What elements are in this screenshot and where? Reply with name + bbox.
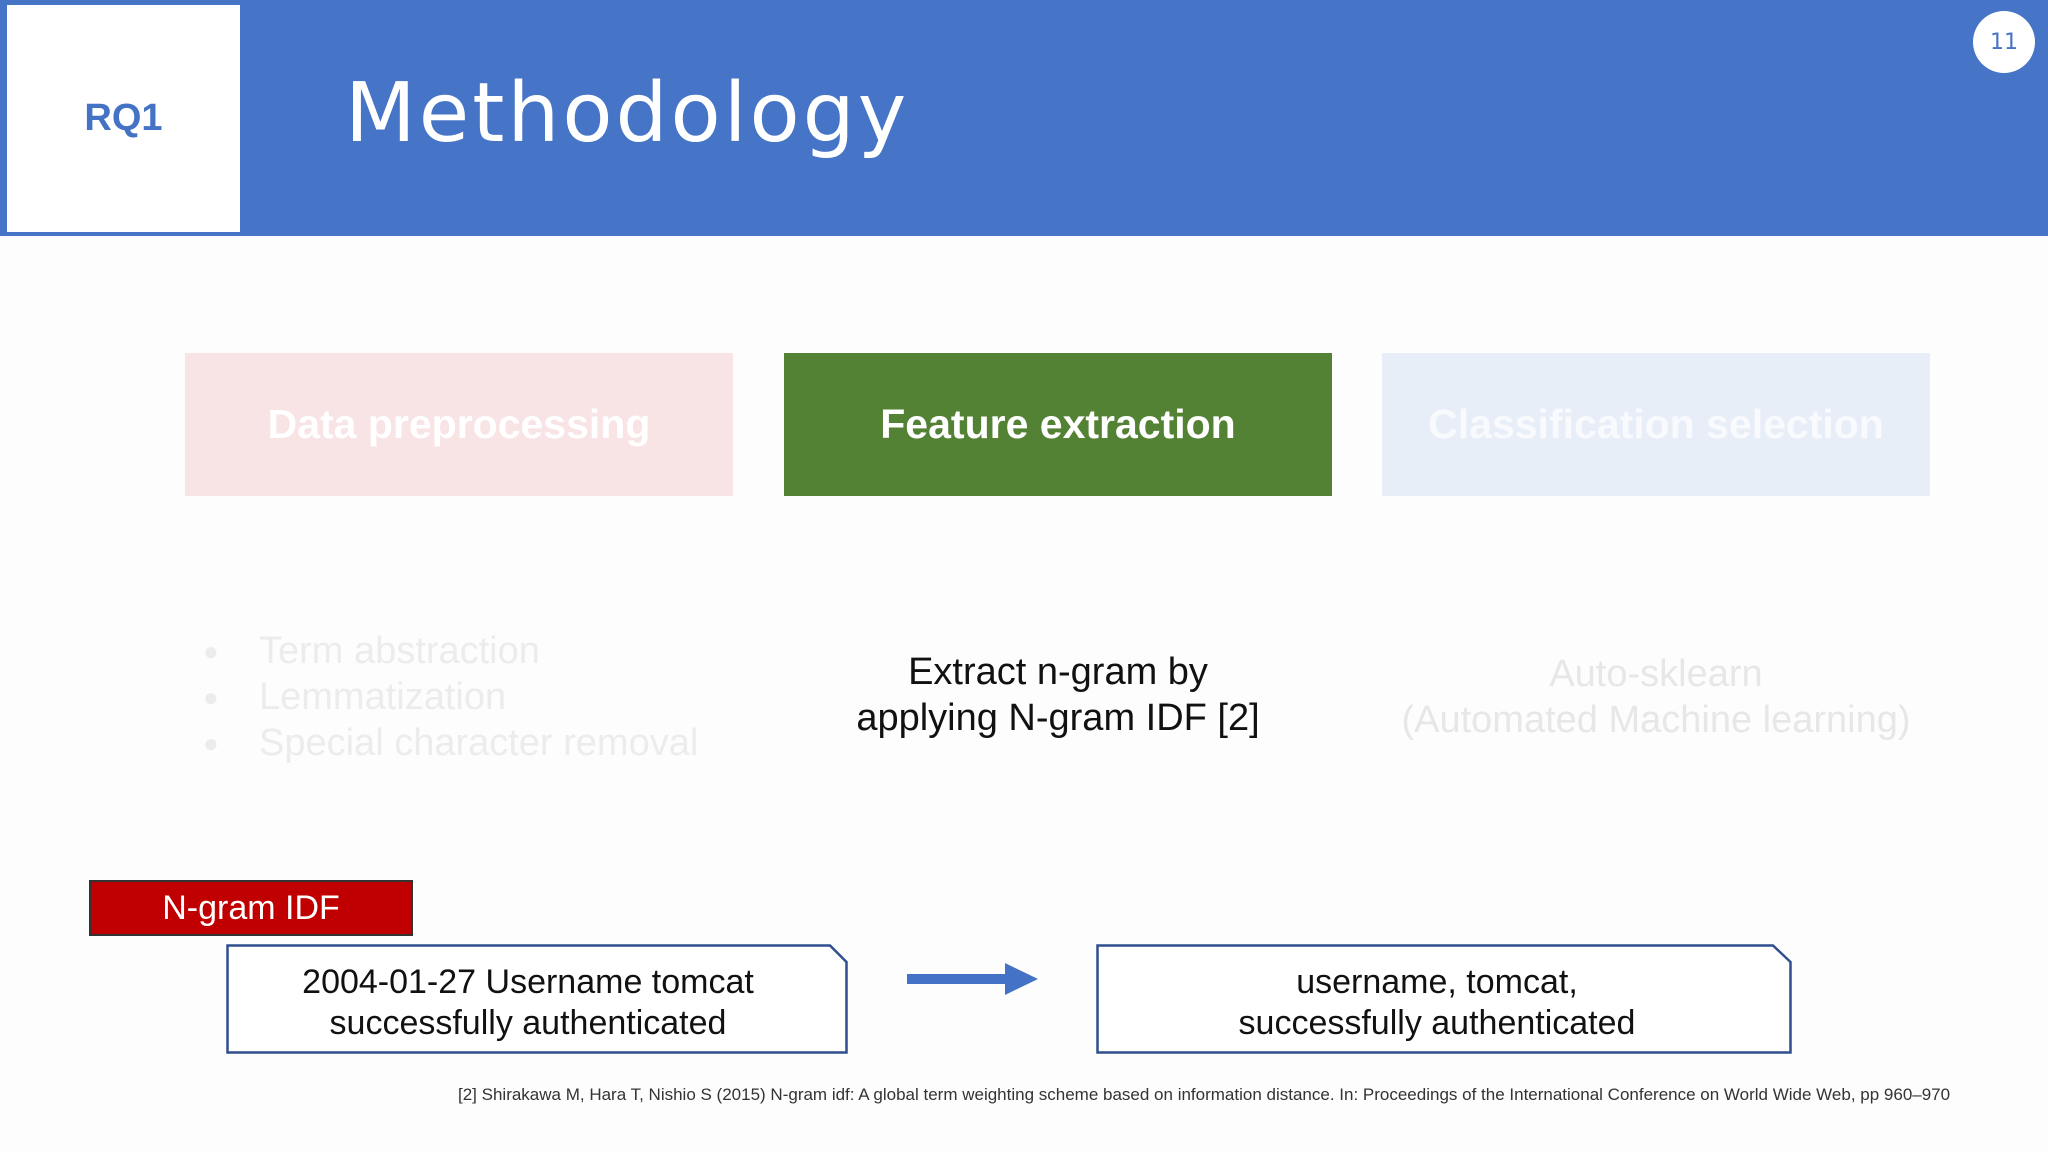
description-line: Auto-sklearn [1549, 653, 1763, 695]
bullet-icon: ● [203, 636, 219, 666]
feature-extraction-description: Extract n-gram by applying N-gram IDF [2… [784, 649, 1332, 741]
bullet-icon: ● [203, 682, 219, 712]
bullet-icon: ● [203, 728, 219, 758]
list-item-label: Lemmatization [259, 676, 507, 718]
section-label: RQ1 [84, 97, 163, 139]
input-log-line: 2004-01-27 Username tomcat [302, 963, 754, 1001]
list-item-label: Term abstraction [259, 630, 540, 672]
stage-classification-selection: Classification selection [1382, 353, 1930, 496]
list-item: ● Special character removal [195, 720, 698, 766]
description-line: (Automated Machine learning) [1401, 699, 1911, 741]
slide-title: Methodology [345, 66, 910, 161]
output-ngram-line: successfully authenticated [1238, 1004, 1636, 1042]
list-item-label: Special character removal [259, 722, 699, 764]
description-line: Extract n-gram by [908, 651, 1208, 693]
input-log-box [226, 944, 848, 1054]
output-ngram-line: username, tomcat, [1296, 963, 1578, 1001]
description-line: applying N-gram IDF [2] [856, 697, 1260, 739]
arrow-right-icon [907, 963, 1038, 995]
preprocessing-list: ● Term abstraction ● Lemmatization ● Specia… [195, 628, 698, 766]
page-number-badge: 11 [1973, 11, 2035, 73]
classification-description: Auto-sklearn (Automated Machine learning… [1382, 651, 1930, 743]
output-ngram-text: username, tomcat, successfully authentic… [1096, 962, 1778, 1044]
input-log-text: 2004-01-27 Username tomcat successfully … [226, 962, 830, 1044]
slide-header [0, 0, 2048, 236]
list-item: ● Lemmatization [195, 674, 698, 720]
ngram-idf-tag: N-gram IDF [89, 880, 413, 936]
output-ngram-box [1096, 944, 1792, 1054]
input-log-line: successfully authenticated [329, 1004, 727, 1042]
list-item: ● Term abstraction [195, 628, 698, 674]
stage-feature-extraction: Feature extraction [784, 353, 1332, 496]
stage-data-preprocessing: Data preprocessing [185, 353, 733, 496]
section-label-box: RQ1 [7, 5, 240, 232]
footnote: [2] Shirakawa M, Hara T, Nishio S (2015)… [458, 1085, 1951, 1104]
